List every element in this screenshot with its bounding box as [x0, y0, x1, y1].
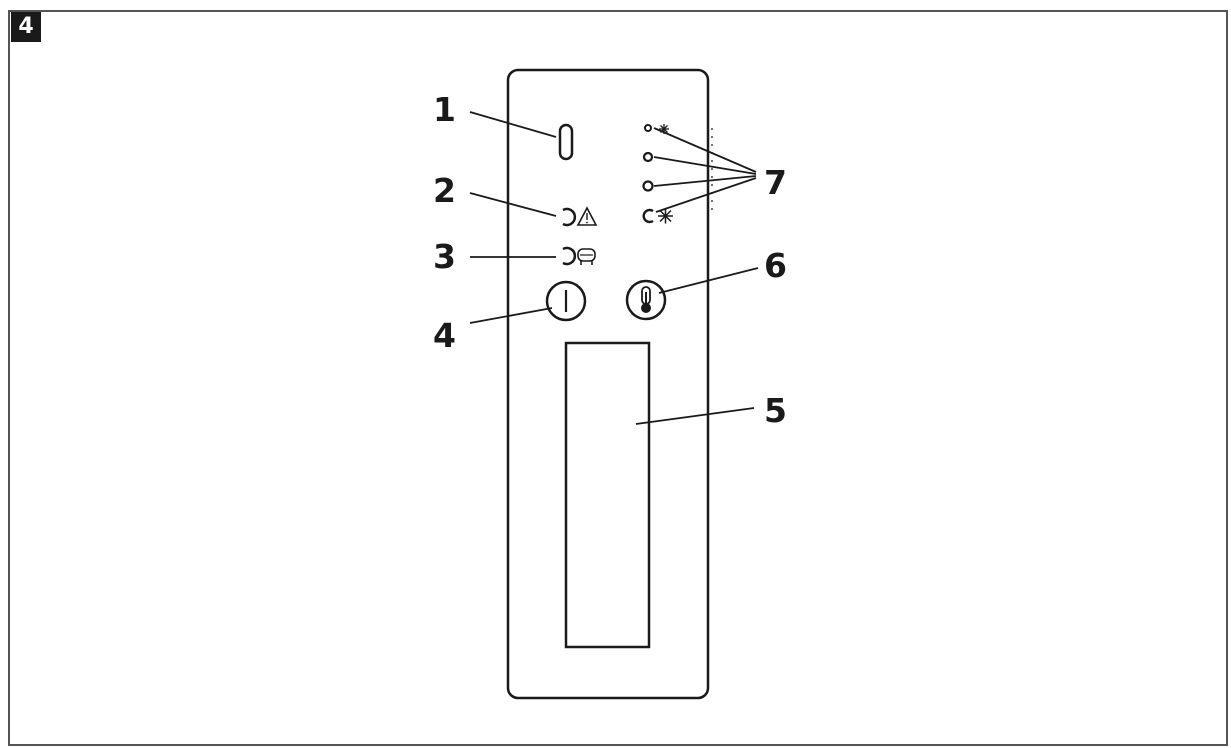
level-led-1: [644, 124, 652, 132]
callout-2: 2: [433, 171, 456, 210]
figure-number-badge: 4: [11, 12, 41, 42]
display-window: [564, 341, 651, 649]
snowflake-large-icon: [658, 208, 673, 224]
callout-3: 3: [433, 237, 456, 276]
leader-7b: [653, 156, 757, 175]
thermometer-icon: [641, 286, 651, 313]
callout-5: 5: [764, 391, 787, 430]
callout-7: 7: [764, 163, 787, 202]
temperature-button[interactable]: [625, 279, 667, 321]
warning-triangle-icon: [576, 206, 598, 226]
leader-6: [658, 267, 759, 294]
level-led-2: [642, 151, 654, 163]
alarm-led: [562, 207, 577, 227]
leader-5: [635, 407, 755, 425]
alarm-indicator: [562, 206, 598, 227]
compressor-indicator: [562, 246, 596, 266]
level-led-3: [642, 180, 654, 192]
temperature-level-indicators: [642, 124, 713, 224]
leader-4: [469, 307, 553, 324]
power-button[interactable]: [545, 280, 587, 322]
compressor-icon: [577, 248, 596, 265]
leader-lines: [469, 111, 759, 425]
callout-4: 4: [433, 316, 456, 355]
leader-1: [469, 111, 557, 138]
leader-2: [469, 192, 557, 217]
level-led-4: [642, 208, 654, 224]
compressor-led: [562, 246, 577, 266]
callout-1: 1: [433, 90, 456, 129]
callout-6: 6: [764, 246, 787, 285]
power-indicator-icon: [558, 123, 574, 161]
leader-7a: [653, 127, 757, 173]
leader-7c: [653, 175, 757, 187]
leader-7d: [655, 177, 757, 213]
